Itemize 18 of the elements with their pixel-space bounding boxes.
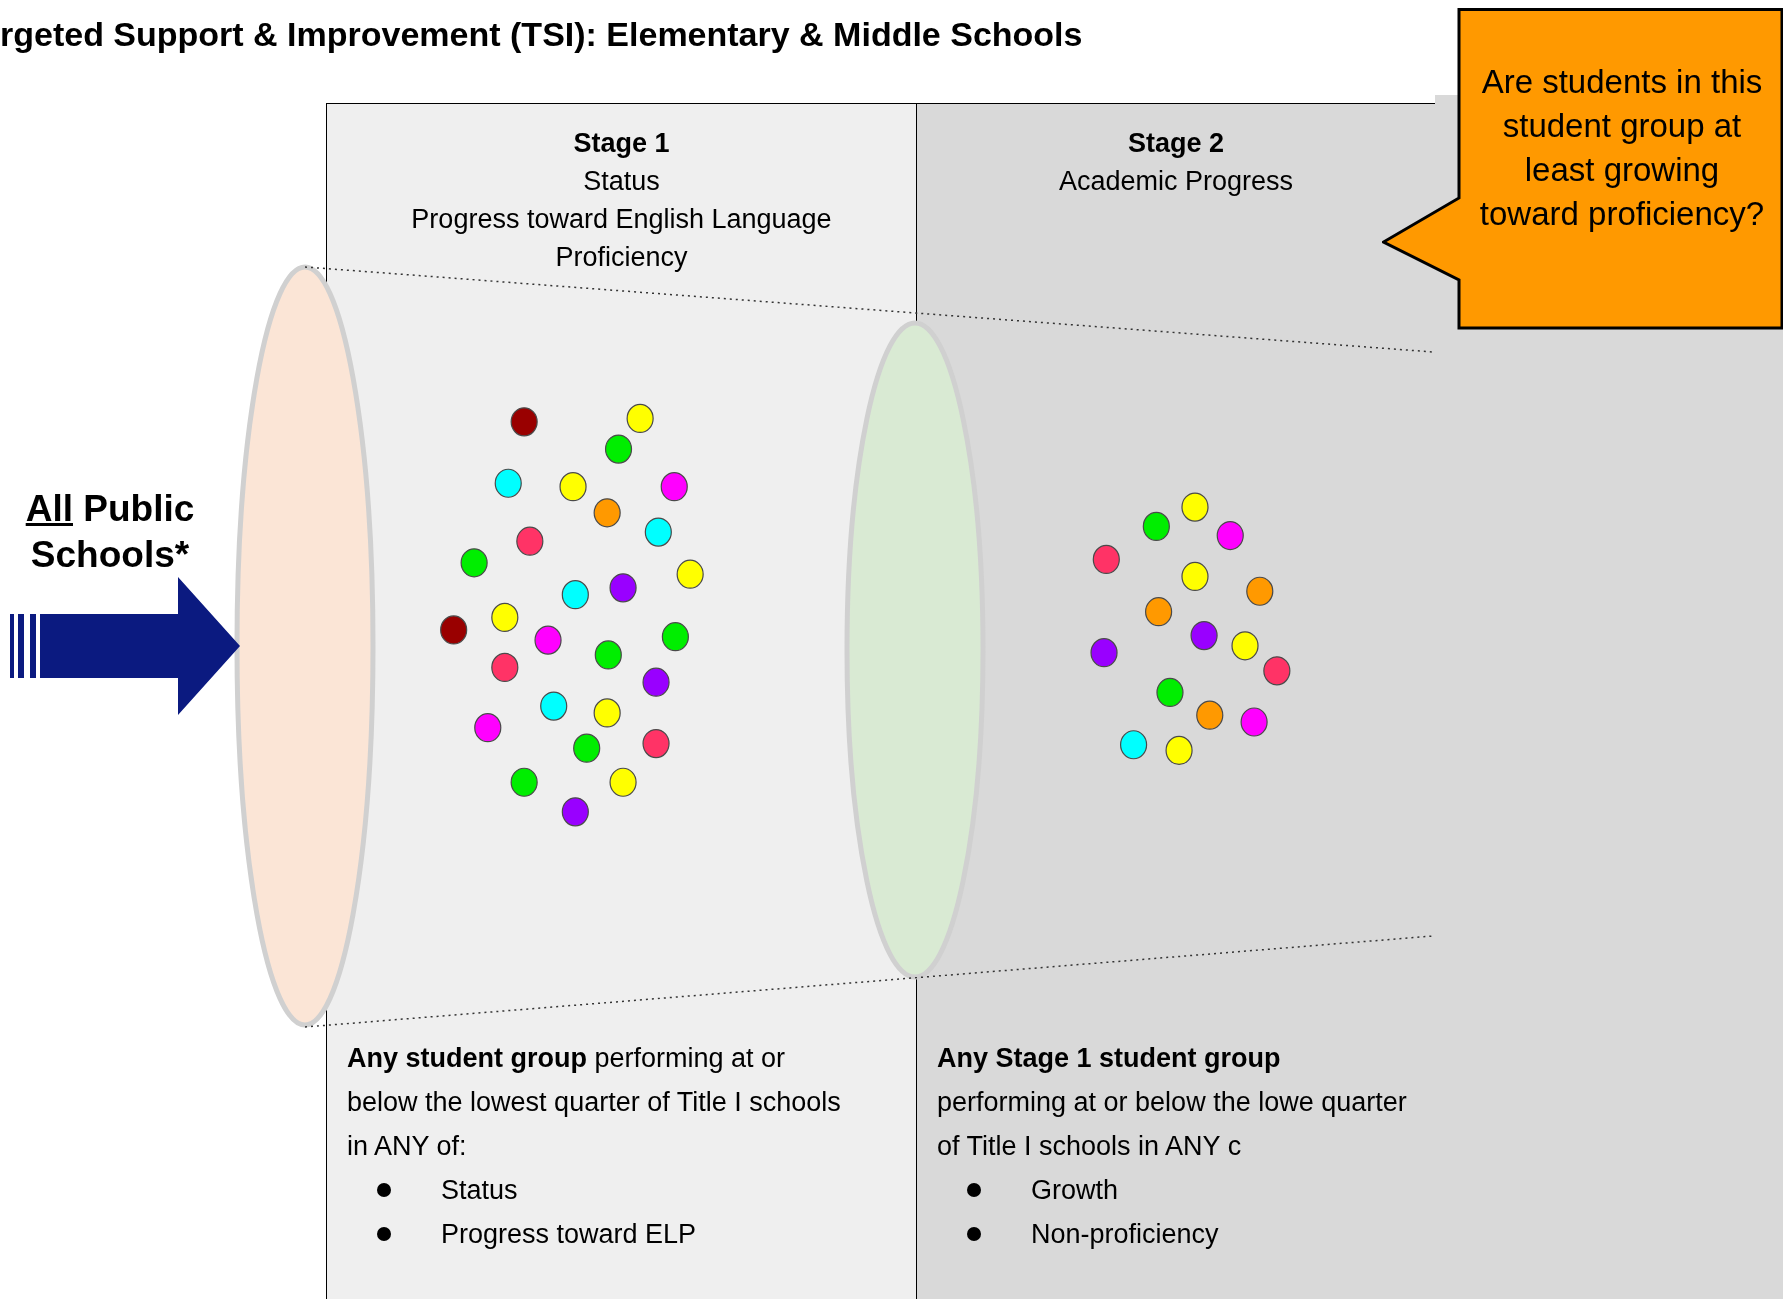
criteria-text: Any student group performing at or below the lowest quarter of Title I schools in ANY of:	[347, 1042, 842, 1163]
bullet-text: Status	[441, 1174, 518, 1207]
ellipse-opening	[234, 264, 376, 1028]
stage-heading: Stage 1	[573, 127, 670, 160]
stage-criterion: Academic Progress	[1058, 165, 1294, 198]
stage-heading: Stage 2	[1127, 127, 1224, 160]
stage-criterion: Progress toward English Language Proficiency	[410, 203, 833, 274]
bullet-text: Growth	[1031, 1174, 1119, 1207]
bullet-text: Progress toward ELP	[441, 1218, 697, 1251]
bullet-text: Non-proficiency	[1031, 1218, 1219, 1251]
title: rgeted Support & Improvement (TSI): Elementary & Middle Schools	[0, 14, 1083, 54]
speech-callout	[1382, 8, 1783, 330]
criteria-text: Any Stage 1 student group performing at or below the lowe quarter of Title I schools in ANY c	[937, 1042, 1407, 1163]
ellipse-opening	[844, 320, 986, 980]
callout-text: Are students in this student group at least growing toward proficiency?	[1479, 63, 1765, 232]
input-label: All Public Schools*	[24, 487, 196, 577]
stage-criterion: Status	[583, 165, 660, 198]
block-arrow	[10, 577, 240, 715]
